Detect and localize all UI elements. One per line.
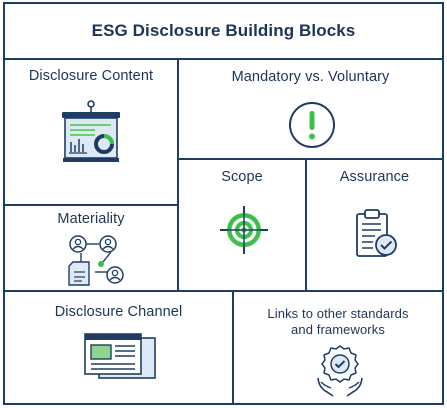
award-hands-icon	[317, 345, 363, 397]
block-label-line2: and frameworks	[291, 322, 385, 337]
block-label: Materiality	[57, 211, 125, 227]
block-label-line1: Links to other standards	[267, 306, 409, 321]
exclamation-circle-icon	[289, 102, 335, 148]
diagram-title: ESG Disclosure Building Blocks	[91, 21, 356, 40]
block-scope: Scope	[177, 158, 307, 292]
block-label: Assurance	[339, 169, 410, 185]
block-label: Disclosure Channel	[54, 304, 183, 320]
browser-windows-icon	[84, 333, 156, 379]
block-assurance: Assurance	[305, 158, 444, 292]
block-label: Scope	[221, 169, 263, 185]
block-materiality: Materiality	[3, 204, 179, 292]
title-bar: ESG Disclosure Building Blocks	[3, 2, 444, 60]
block-disclosure-content: Disclosure Content	[3, 58, 179, 206]
stakeholder-network-icon	[68, 235, 124, 286]
block-label: Disclosure Content	[28, 68, 154, 84]
presentation-board-icon	[62, 100, 120, 162]
block-label: Mandatory vs. Voluntary	[231, 69, 390, 85]
block-mandatory-voluntary: Mandatory vs. Voluntary	[177, 58, 444, 160]
target-crosshair-icon	[220, 206, 268, 254]
block-disclosure-channel: Disclosure Channel	[3, 290, 234, 405]
clipboard-check-icon	[356, 209, 397, 257]
block-links-standards: Links to other standards and frameworks	[232, 290, 444, 405]
